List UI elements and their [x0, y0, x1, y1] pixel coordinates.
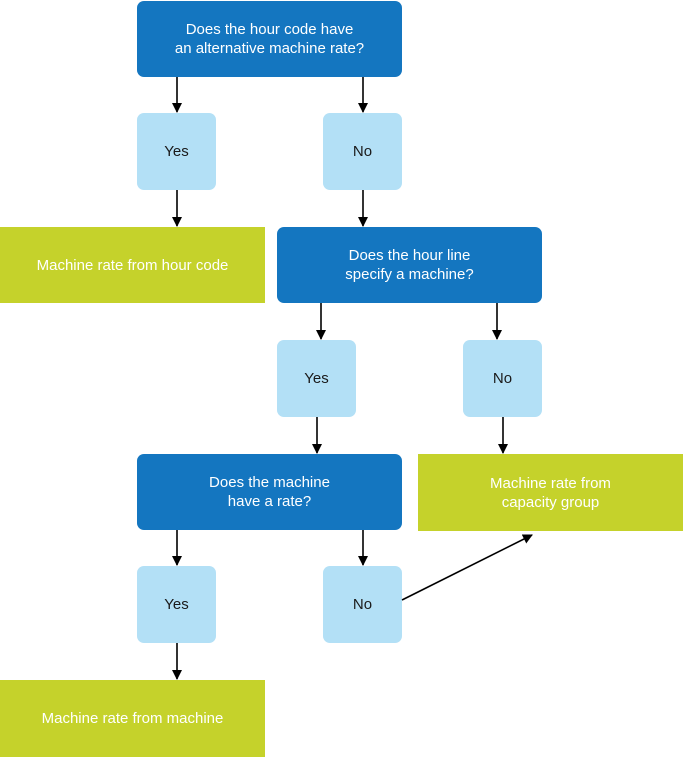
question-hour-line-specify-machine: Does the hour line specify a machine?	[277, 227, 542, 303]
answer-1-yes: Yes	[137, 113, 216, 190]
answer-3-yes-label: Yes	[164, 596, 189, 613]
answer-2-no-label: No	[492, 370, 513, 387]
answer-2-yes: Yes	[277, 340, 356, 417]
result-rate-from-capacity-group: Machine rate from capacity group	[418, 454, 683, 531]
answer-2-yes-label: Yes	[304, 370, 329, 387]
answer-3-yes: Yes	[137, 566, 216, 643]
question-hour-code-alternative-rate: Does the hour code have an alternative m…	[137, 1, 402, 77]
result-1-text: Machine rate from hour code	[36, 256, 229, 274]
answer-3-no: No	[323, 566, 402, 643]
answer-2-no: No	[463, 340, 542, 417]
result-rate-from-machine: Machine rate from machine	[0, 680, 265, 757]
question-machine-have-rate: Does the machine have a rate?	[137, 454, 402, 530]
question-3-text: Does the machine have a rate?	[209, 474, 330, 510]
answer-3-no-label: No	[352, 596, 373, 613]
answer-1-no-label: No	[352, 143, 373, 160]
result-2-text: Machine rate from capacity group	[490, 474, 611, 511]
answer-1-yes-label: Yes	[164, 143, 189, 160]
question-1-text: Does the hour code have an alternative m…	[174, 21, 365, 57]
result-rate-from-hour-code: Machine rate from hour code	[0, 227, 265, 303]
answer-1-no: No	[323, 113, 402, 190]
arrow-no-to-capacity-result-diagonal	[401, 534, 533, 601]
question-2-text: Does the hour line specify a machine?	[345, 247, 474, 283]
result-3-text: Machine rate from machine	[41, 710, 224, 727]
